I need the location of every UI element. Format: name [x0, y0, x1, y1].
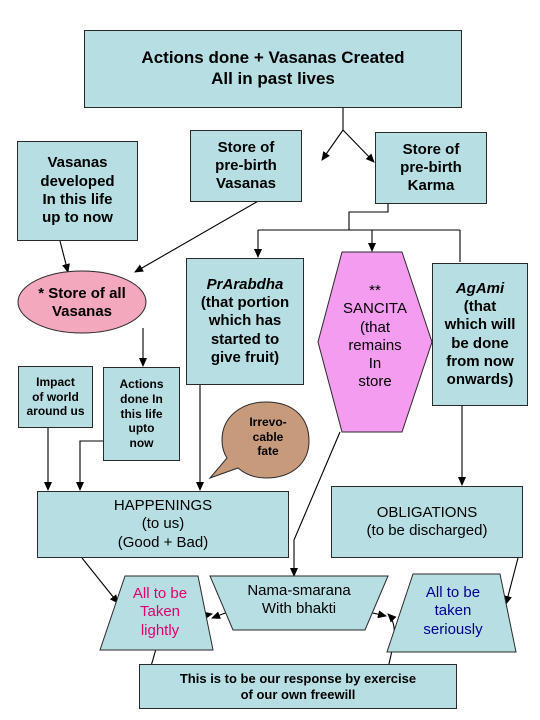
sancita-label: ** SANCITA (that remains In store	[343, 282, 407, 391]
nama-smarana-inverted-trapezoid	[209, 575, 389, 631]
store-of-all-vasanas-shape	[17, 270, 147, 334]
arrow-happenings-to-lightly	[81, 557, 119, 604]
taken-lightly-trapezoid	[99, 575, 214, 651]
store-prebirth-vasanas-box: Store of pre-birth Vasanas	[190, 130, 302, 202]
agami-box: AgAmi (that which will be done from now …	[432, 263, 528, 406]
irrevocable-fate-label: Irrevo- cable fate	[249, 415, 287, 459]
impact-of-world-box: Impact of world around us	[18, 366, 93, 428]
arrow-obligations-to-seriously	[504, 557, 519, 605]
arrow-developed-to-store	[59, 240, 70, 273]
store-prebirth-karma-box: Store of pre-birth Karma	[375, 132, 487, 204]
taken-lightly-label: All to be Taken lightly	[132, 585, 188, 639]
fate-callout-shape	[208, 401, 310, 480]
taken-seriously-trapezoid	[386, 573, 517, 653]
actions-past-lives-box: Actions done + Vasanas Created All in pa…	[84, 30, 462, 108]
prarabdha-box: PrArabdha (that portion which has starte…	[186, 258, 304, 385]
connector-karma-down	[348, 202, 389, 230]
actions-this-life-box: Actions done In this life upto now	[103, 367, 180, 461]
obligations-box: OBLIGATIONS (to be discharged)	[331, 486, 523, 558]
nama-smarana-label: Nama-smarana With bhakti	[247, 582, 351, 618]
arrow-actions-to-happenings	[76, 440, 103, 491]
taken-seriously-label: All to be taken seriously	[423, 584, 483, 638]
prarabdha-title: PrArabdha	[206, 275, 284, 293]
agami-body: (that which will be done from now onward…	[444, 297, 516, 389]
agami-title: AgAmi	[455, 279, 505, 297]
arrow-to-store-vasanas	[321, 129, 344, 161]
prarabdha-body: (that portion which has started to give …	[200, 294, 290, 366]
arrow-prebirth-vasanas-to-store	[134, 199, 261, 273]
arrow-to-store-karma	[342, 129, 375, 163]
response-box: This is to be our response by exercise o…	[139, 664, 457, 709]
store-of-all-vasanas-label: * Store of all Vasanas	[38, 285, 126, 321]
vasanas-developed-box: Vasanas developed In this life up to now	[17, 141, 138, 241]
happenings-box: HAPPENINGS (to us) (Good + Bad)	[37, 491, 289, 558]
arrow-sancita-to-nama	[290, 431, 341, 577]
sancita-hexagon-shape	[317, 251, 433, 433]
